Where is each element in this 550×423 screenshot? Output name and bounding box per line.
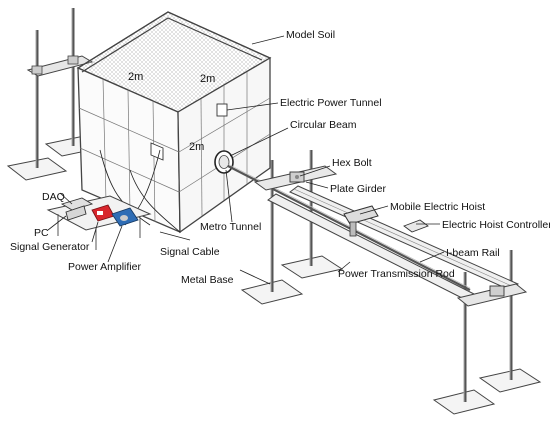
leader-lines xyxy=(47,35,445,285)
dimension-top-width: 2m xyxy=(128,71,143,83)
plate-girder xyxy=(253,165,338,191)
metal-base-right-back xyxy=(478,250,542,393)
pc-unit xyxy=(65,205,87,221)
label-mobile-electric-hoist: Mobile Electric Hoist xyxy=(390,201,485,213)
label-signal-generator: Signal Generator xyxy=(10,241,90,253)
metal-base-left-front xyxy=(6,30,68,181)
label-electric-hoist-controller: Electric Hoist Controller xyxy=(442,219,550,231)
end-girder xyxy=(456,283,528,307)
label-power-transmission-rod: Power Transmission Rod xyxy=(338,268,455,280)
electric-hoist-controller xyxy=(403,219,429,233)
label-hex-bolt: Hex Bolt xyxy=(332,157,372,169)
label-i-beam-rail: I-beam Rail xyxy=(446,247,500,259)
dimension-side-height: 2m xyxy=(189,141,204,153)
model-soil-box xyxy=(76,11,272,234)
label-power-amplifier: Power Amplifier xyxy=(68,261,141,273)
label-model-soil: Model Soil xyxy=(286,29,335,41)
label-pc: PC xyxy=(34,227,49,239)
daq-unit xyxy=(60,197,94,211)
dimension-top-depth: 2m xyxy=(200,73,215,85)
mobile-electric-hoist xyxy=(343,205,379,237)
label-circular-beam: Circular Beam xyxy=(290,119,357,131)
power-amplifier-unit xyxy=(111,207,139,227)
label-daq: DAQ xyxy=(42,191,65,203)
label-signal-cable: Signal Cable xyxy=(160,246,220,258)
label-metal-base: Metal Base xyxy=(181,274,234,286)
label-metro-tunnel: Metro Tunnel xyxy=(200,221,261,233)
label-plate-girder: Plate Girder xyxy=(330,183,387,195)
label-electric-power-tunnel: Electric Power Tunnel xyxy=(280,97,382,109)
